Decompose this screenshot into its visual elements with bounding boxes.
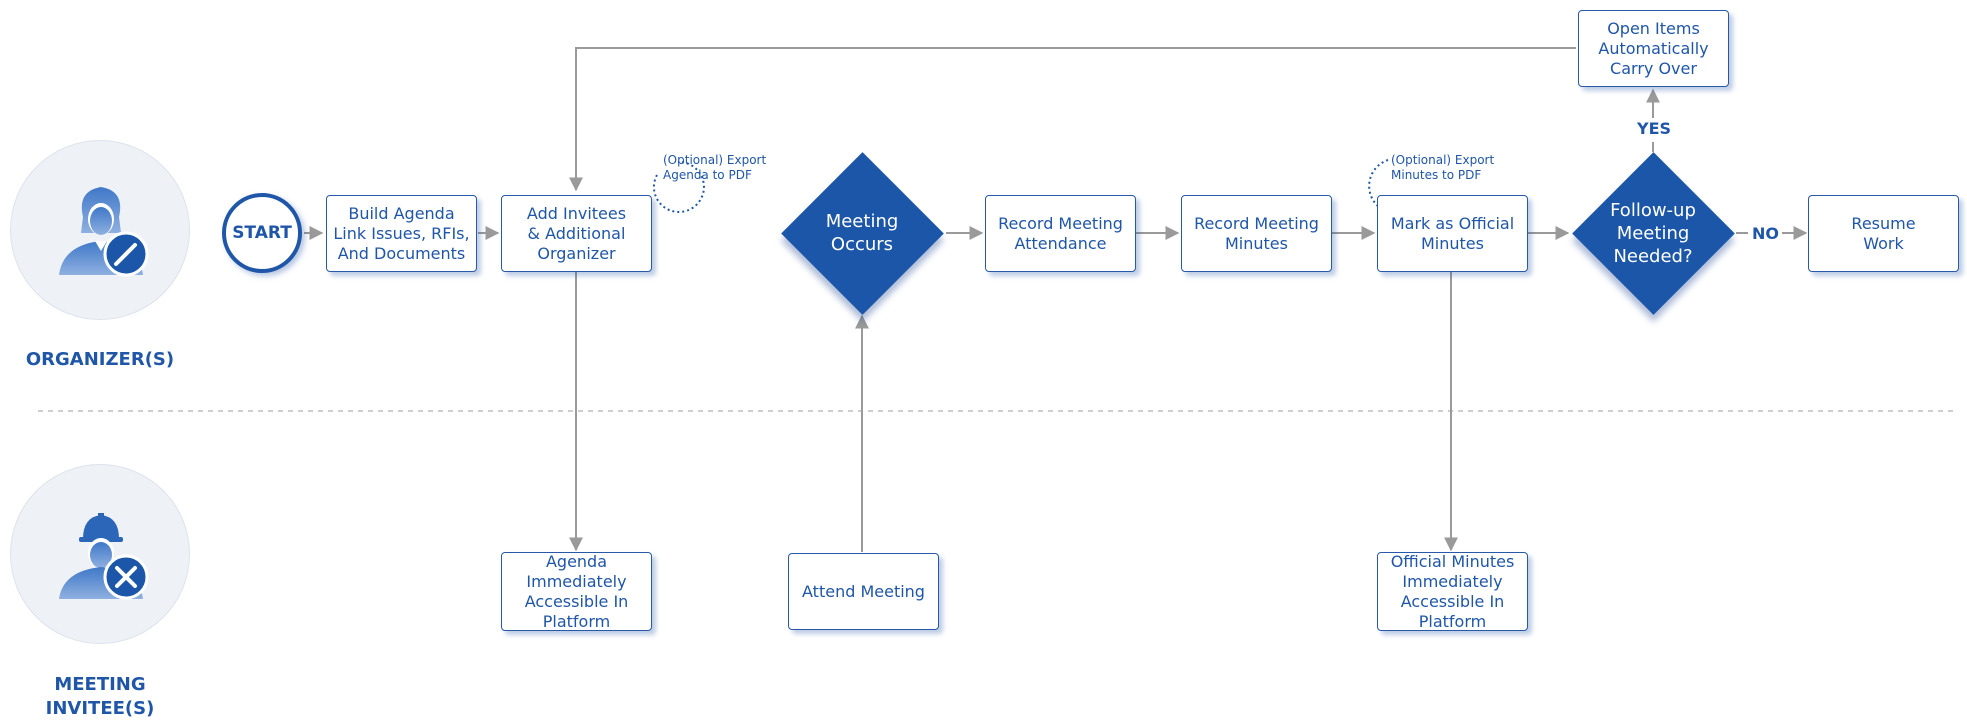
worker-hardhat-tools-icon — [59, 513, 149, 600]
step-record-attendance: Record Meeting Attendance — [985, 195, 1136, 272]
step-resume-work: Resume Work — [1808, 195, 1959, 272]
note-export-agenda: (Optional) Export Agenda to PDF — [663, 153, 767, 182]
step-mark-official: Mark as Official Minutes — [1377, 195, 1528, 272]
branch-no: NO — [1752, 224, 1779, 243]
step-agenda-accessible: Agenda Immediately Accessible In Platfor… — [501, 552, 652, 631]
step-minutes-accessible: Official Minutes Immediately Accessible … — [1377, 552, 1528, 631]
arrow-open-items-loop-back — [569, 47, 1576, 192]
organizer-avatar — [10, 140, 190, 320]
export-minutes-arc — [1368, 159, 1406, 215]
invitee-avatar — [10, 464, 190, 644]
export-agenda-arc — [652, 160, 705, 213]
start-node: START — [222, 193, 302, 273]
step-record-minutes: Record Meeting Minutes — [1181, 195, 1332, 272]
decision-meeting-occurs: Meeting Occurs — [825, 211, 899, 255]
step-open-items: Open Items Automatically Carry Over — [1578, 10, 1729, 87]
step-add-invitees: Add Invitees & Additional Organizer — [501, 195, 652, 272]
step-build-agenda: Build Agenda Link Issues, RFIs, And Docu… — [326, 195, 477, 272]
note-export-minutes: (Optional) Export Minutes to PDF — [1391, 153, 1495, 182]
decision-follow-up: Follow-up Meeting Needed? — [1610, 199, 1696, 267]
step-attend-meeting: Attend Meeting — [788, 553, 939, 630]
lane-label-organizer: ORGANIZER(S) — [25, 349, 175, 370]
branch-yes: YES — [1637, 119, 1672, 138]
organizer-woman-pencil-icon — [59, 187, 149, 277]
lane-label-invitee: MEETING INVITEE(S) — [45, 674, 155, 719]
